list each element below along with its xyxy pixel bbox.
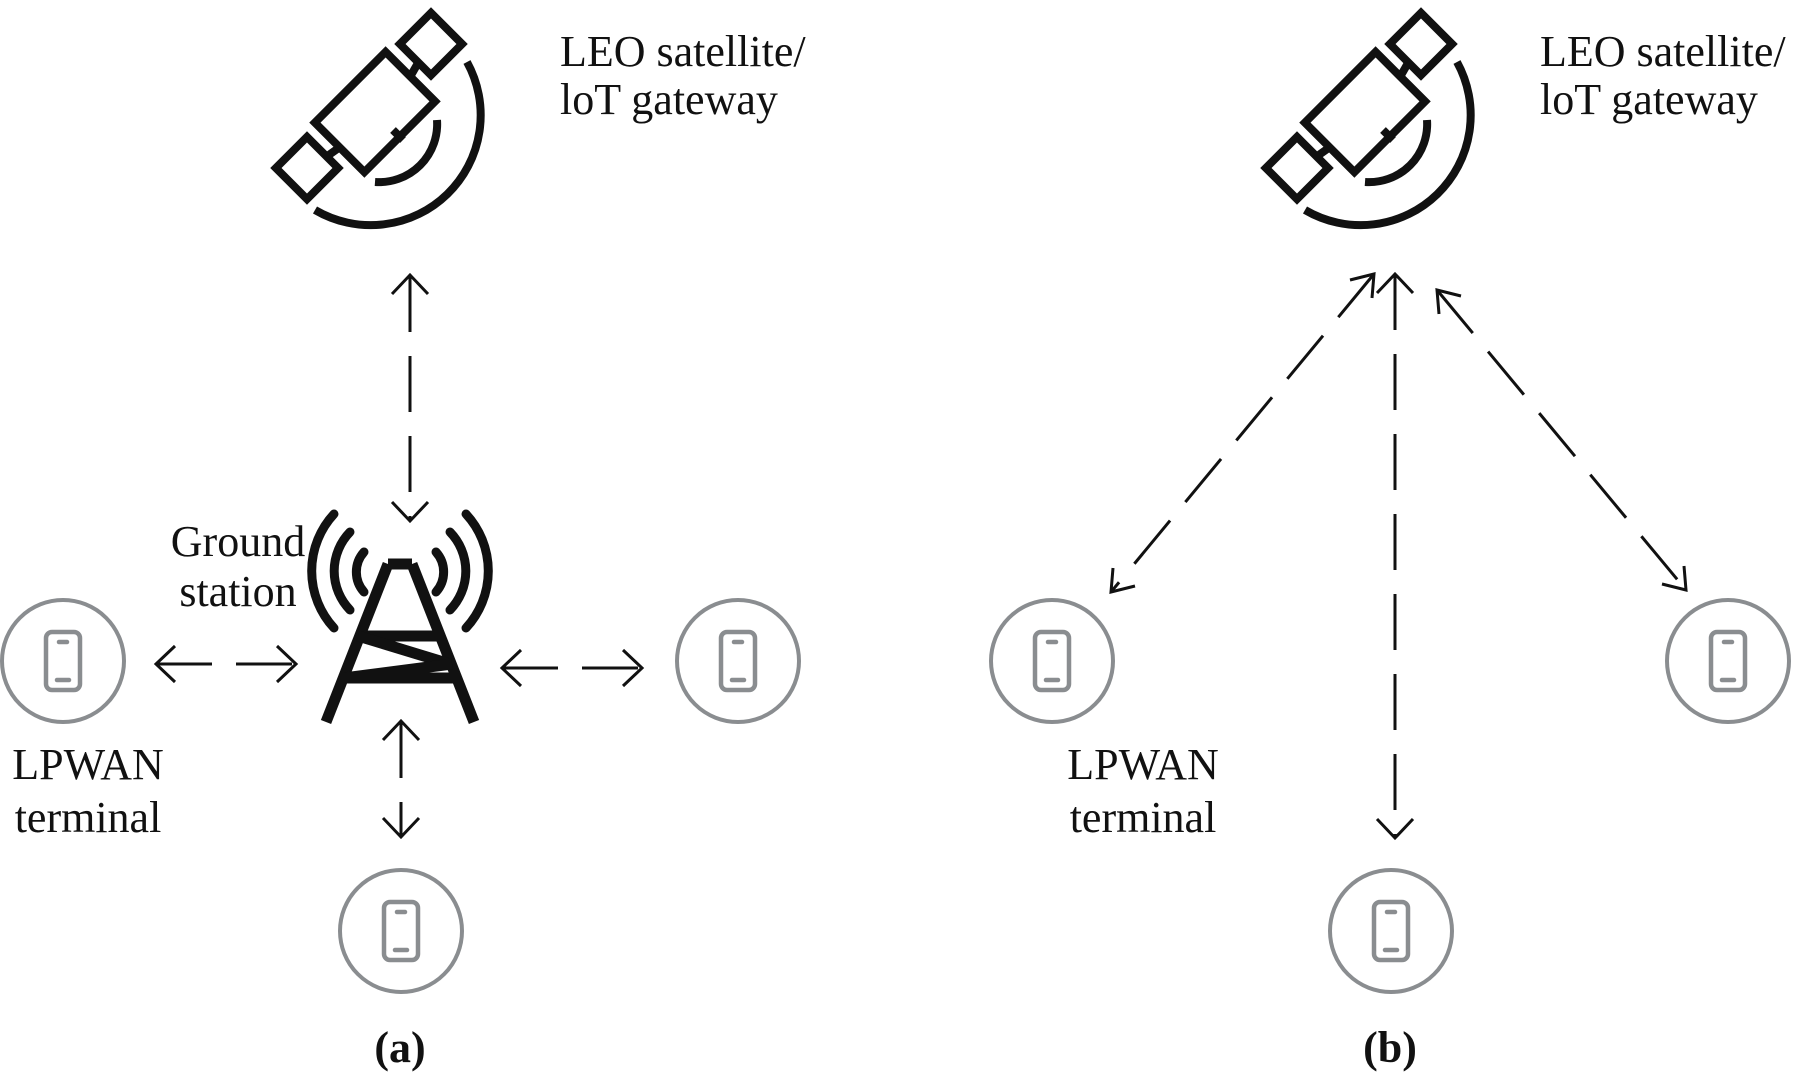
sat-ground-arrowhead-up [390,272,430,296]
terminal-b-left-icon [991,600,1113,722]
terminal-b-bottom-icon [1330,870,1452,992]
ground-station-icon [312,514,489,722]
terminal-b-right-icon [1667,600,1789,722]
link-left-diagonal [1109,273,1376,593]
link-right-diagonal [1435,289,1688,591]
ground-left-arrowhead-1 [153,644,177,684]
link-center-arrowhead-top [1375,271,1415,295]
link-left-arrowhead-top [1349,272,1376,299]
terminal-right-icon [677,600,799,722]
ground-down-arrowhead-2 [381,816,421,840]
panel-a: LEO satellite/ loT gateway Ground statio… [2,13,806,1072]
satellite-label-line-2: loT gateway [560,75,778,124]
ground-down-arrowhead-1 [381,718,421,742]
satellite-label-line-1: LEO satellite/ [560,27,806,76]
terminal-label-line-1: LPWAN [12,740,164,789]
ground-left-arrowhead-2 [275,644,299,684]
ground-label-line-1: Ground [171,517,305,566]
satellite-icon-b [1266,13,1471,225]
terminal-label-line-2: terminal [15,793,162,842]
panel-b: LEO satellite/ loT gateway LPWAN termina… [991,13,1789,1072]
terminal-b-label-line-1: LPWAN [1067,740,1219,789]
link-right-arrowhead-top [1435,288,1462,315]
satellite-label-b-line-1: LEO satellite/ [1540,27,1786,76]
sat-ground-arrowhead-down [390,500,430,524]
caption-b: (b) [1363,1023,1417,1072]
ground-right-arrowhead-1 [499,648,523,688]
link-left-arrowhead-bottom [1109,567,1136,594]
caption-a: (a) [374,1023,425,1072]
terminal-left-icon [2,600,124,722]
terminal-bottom-icon [340,870,462,992]
terminal-b-label-line-2: terminal [1070,793,1217,842]
link-center-arrowhead-bottom [1375,817,1415,841]
ground-label-line-2: station [179,567,296,616]
link-right-arrowhead-bottom [1661,565,1688,592]
satellite-label-b-line-2: loT gateway [1540,75,1758,124]
ground-right-arrowhead-2 [621,648,645,688]
satellite-icon [276,13,481,225]
